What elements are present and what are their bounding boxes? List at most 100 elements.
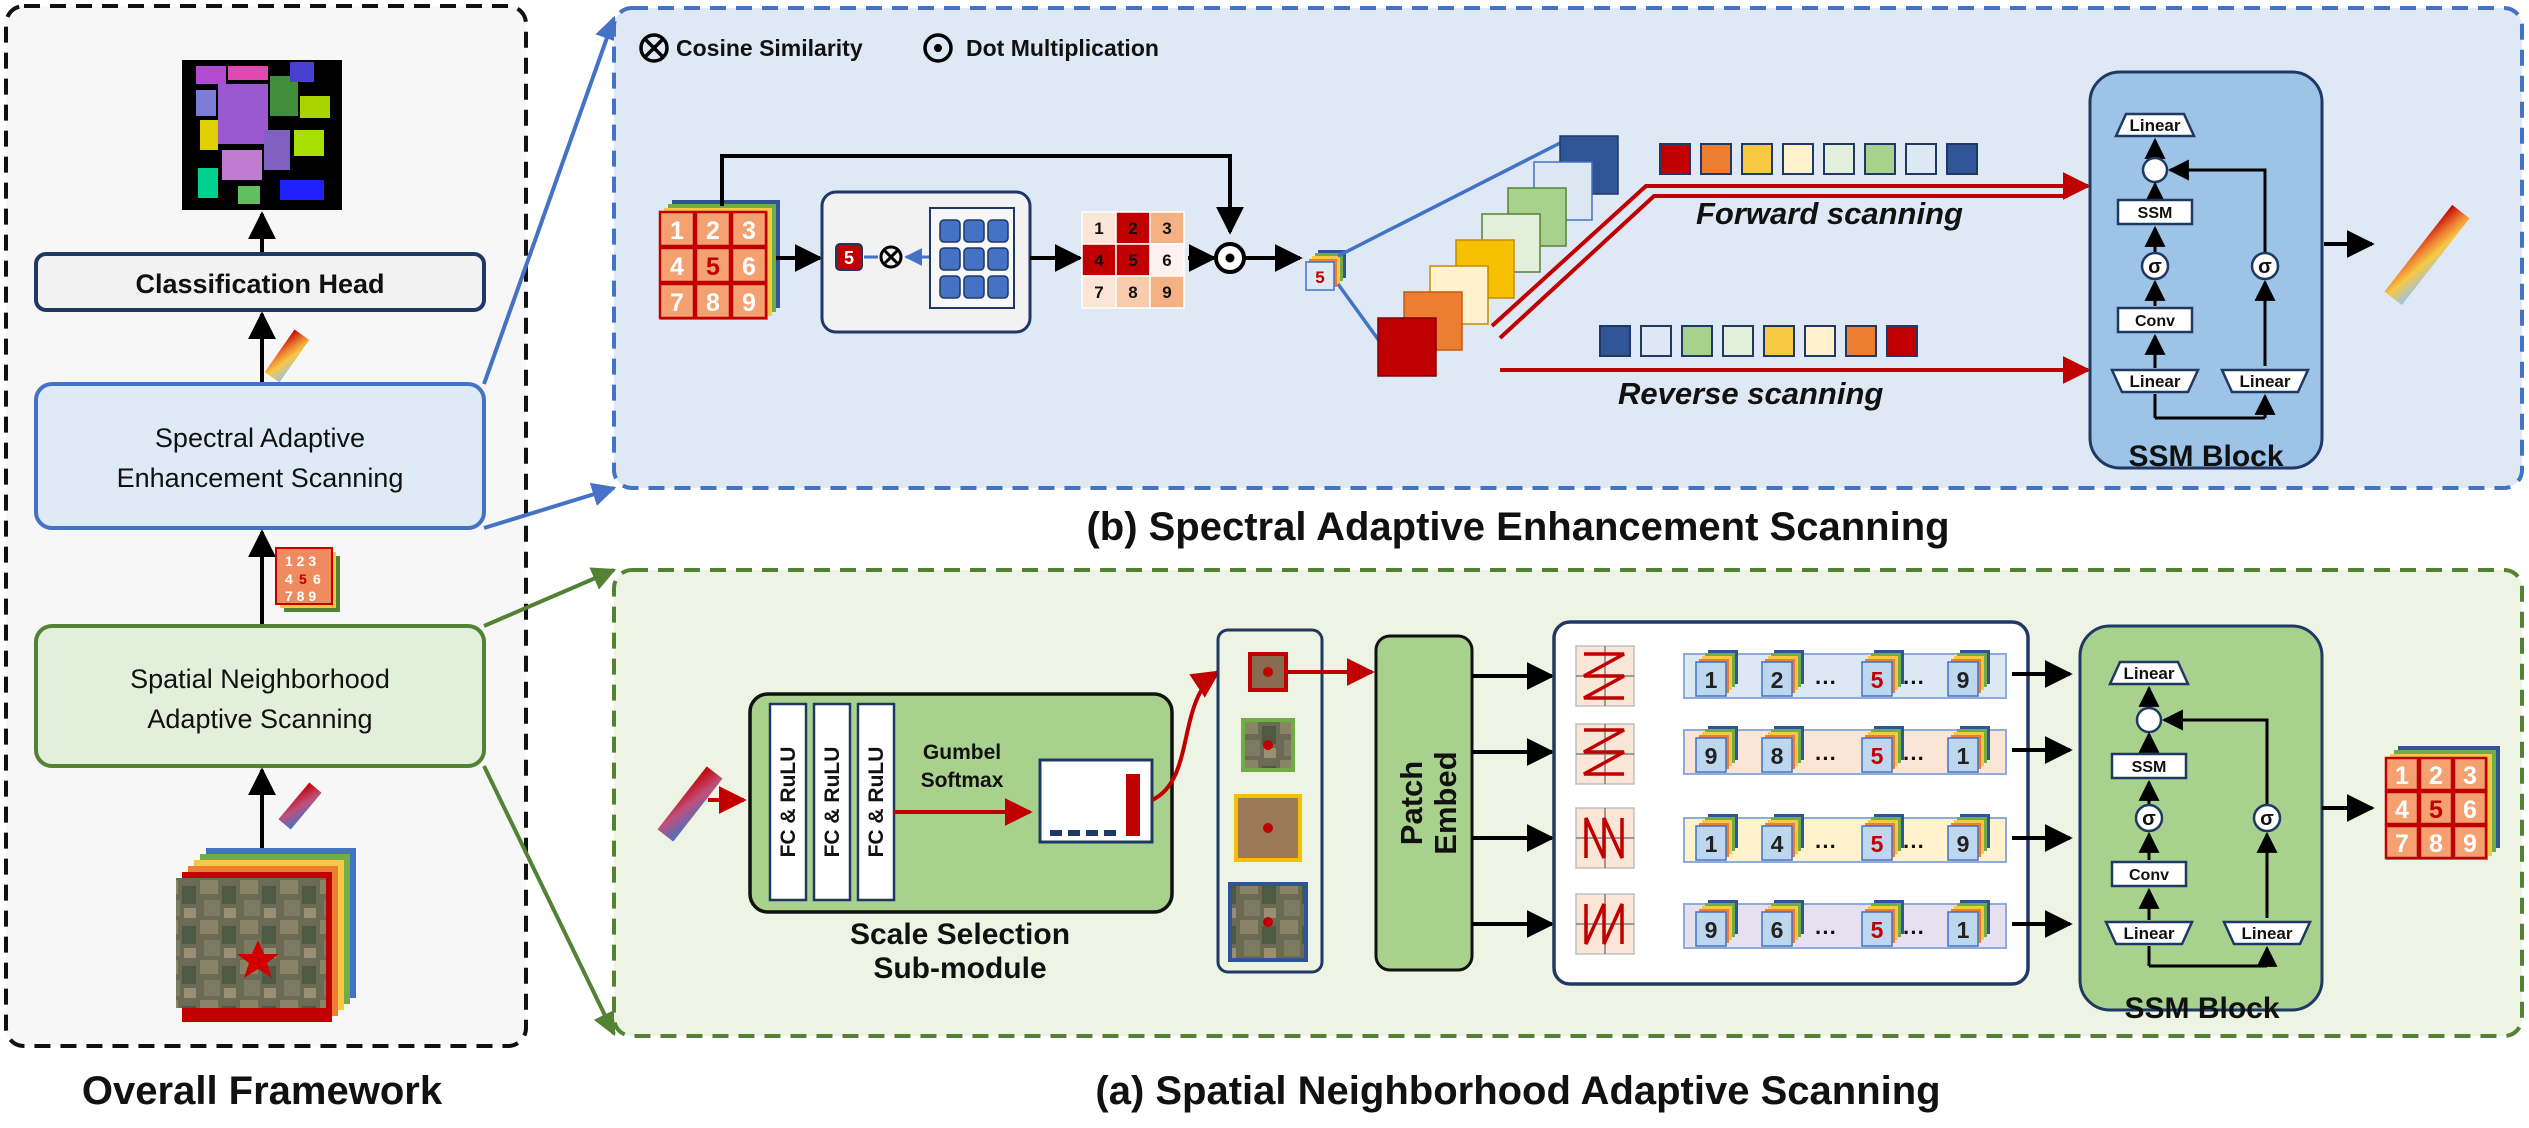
weight-cell-num: 6 [1162, 251, 1171, 270]
sequence-token [1947, 911, 1979, 947]
weight-cell [1081, 275, 1117, 309]
arrow-scale-to-patches [1151, 670, 1221, 802]
neighbor-pixel [939, 275, 961, 299]
scan-zigzag-up-icon [1584, 903, 1624, 945]
scan-zigzag-left-icon [1583, 728, 1625, 776]
snas-box [34, 624, 486, 768]
fwdseq-token [1782, 143, 1814, 175]
hsi-input-cube [176, 848, 356, 1022]
sequence-token [1947, 825, 1979, 861]
output-spectral-bar-b [2384, 204, 2470, 306]
ssm-block-a: Linear SSM σ Conv Linear Linear σ SSM B [2078, 624, 2324, 1025]
output-grid-cell-num: 4 [2395, 796, 2409, 824]
saes-label-line1: Spectral Adaptive [155, 423, 365, 453]
ssm-block-b: Linear SSM σ Conv Linear Linear σ SSM B [2088, 70, 2324, 473]
sequence-token-num: 5 [1871, 917, 1884, 943]
expand-line-bottom [1336, 282, 1382, 344]
svg-text:4: 4 [285, 571, 293, 587]
fc-label-1: FC & RuLU [777, 747, 800, 858]
scale-selection-module: FC & RuLU FC & RuLU FC & RuLU Gumbel Sof… [748, 692, 1174, 914]
dot-multiplication-icon [923, 33, 953, 63]
output-grid-cell [2384, 756, 2420, 792]
reverse-scanning-label: Reverse scanning [1618, 376, 1883, 411]
svg-text:7 8 9: 7 8 9 [285, 588, 316, 604]
patch-grid-cell-num: 4 [670, 253, 684, 281]
weight-cell [1149, 243, 1185, 277]
connector-saes-bottom [483, 482, 617, 530]
sequence-token [1947, 661, 1979, 697]
fwdseq-token [1905, 143, 1937, 175]
sequence-token-num: 9 [1705, 743, 1718, 769]
sequence-ellipsis: ··· [1815, 834, 1837, 859]
output-grid-cell-num: 2 [2429, 762, 2443, 790]
input-spectral-bar-a [657, 766, 723, 842]
output-grid-cell-num: 5 [2429, 796, 2443, 824]
fc-block-3 [856, 702, 896, 902]
output-grid-cell [2418, 824, 2454, 860]
linear-left-label-a: Linear [2123, 924, 2174, 943]
output-grid-cell [2452, 824, 2488, 860]
patch-embed-label-2: Embed [1428, 751, 1463, 854]
neighbor-pixel [939, 219, 961, 243]
ssm-label-b: SSM [2138, 205, 2173, 222]
sequence-ellipsis: ··· [1903, 746, 1925, 771]
snas-label-line2: Adaptive Scanning [147, 704, 372, 734]
revseq-token [1804, 325, 1836, 357]
sigma1-b: σ [2148, 256, 2162, 278]
weight-cell-num: 7 [1094, 283, 1103, 302]
neighbor-pixel [963, 247, 985, 271]
patch-grid-cell [730, 210, 768, 248]
fwdseq-token [1823, 143, 1855, 175]
weight-cell-num: 8 [1128, 283, 1137, 302]
sigma2-a: σ [2260, 808, 2274, 830]
reverse-sequence [1599, 325, 1918, 357]
revseq-token [1681, 325, 1713, 357]
linear-left-shape-b [2110, 368, 2200, 394]
conv-label-a: Conv [2129, 867, 2169, 884]
forward-sequence [1659, 143, 1978, 175]
ssm-label-a: SSM [2132, 759, 2167, 776]
center-pixel-num: 5 [844, 248, 854, 268]
gumbel-label-1: Gumbel [923, 741, 1001, 764]
scan-zigzag-right-icon [1583, 652, 1625, 700]
patch-scale-2 [1241, 718, 1295, 772]
linear-right-shape-a [2222, 920, 2312, 946]
output-grid-cell [2418, 756, 2454, 792]
output-grid-cell [2452, 790, 2488, 826]
patch-grid-cell-num: 9 [742, 289, 756, 317]
spectral-bar-icon-input [278, 782, 322, 830]
revseq-token [1722, 325, 1754, 357]
weight-cell [1149, 275, 1185, 309]
scale-selection-label-2: Sub-module [873, 952, 1046, 985]
neighbor-pixel [987, 275, 1009, 299]
classification-head-box [34, 252, 486, 312]
classification-head-label: Classification Head [135, 269, 384, 299]
sigma2-b: σ [2258, 256, 2272, 278]
patch-grid-cell [730, 282, 768, 320]
scale-selection-label-1: Scale Selection [850, 918, 1070, 951]
revseq-token [1763, 325, 1795, 357]
neighbor-pixel [963, 219, 985, 243]
patch-grid-cell [694, 282, 732, 320]
panel-a-caption: (a) Spatial Neighborhood Adaptive Scanni… [1095, 1069, 1940, 1113]
classification-map [182, 60, 342, 210]
sequence-token-num: 1 [1957, 743, 1970, 769]
neighbor-pixel [987, 247, 1009, 271]
legend-cosine-label: Cosine Similarity [676, 35, 863, 61]
expand-line-top [1337, 138, 1567, 258]
patch-grid-cell-num: 3 [742, 217, 756, 245]
weight-cell-num: 5 [1128, 251, 1137, 270]
svg-text:5: 5 [299, 571, 307, 587]
output-grid-cell-num: 9 [2463, 830, 2477, 858]
output-grid-cell [2384, 824, 2420, 860]
patch-grid-cell [658, 282, 696, 320]
linear-top-shape-b [2114, 112, 2196, 138]
sequence-ellipsis: ··· [1903, 834, 1925, 859]
weight-cell [1115, 243, 1151, 277]
saes-box [34, 382, 486, 530]
svg-text:1 2 3: 1 2 3 [285, 553, 316, 569]
fc-block-2 [812, 702, 852, 902]
sequence-token-num: 5 [1871, 667, 1884, 693]
